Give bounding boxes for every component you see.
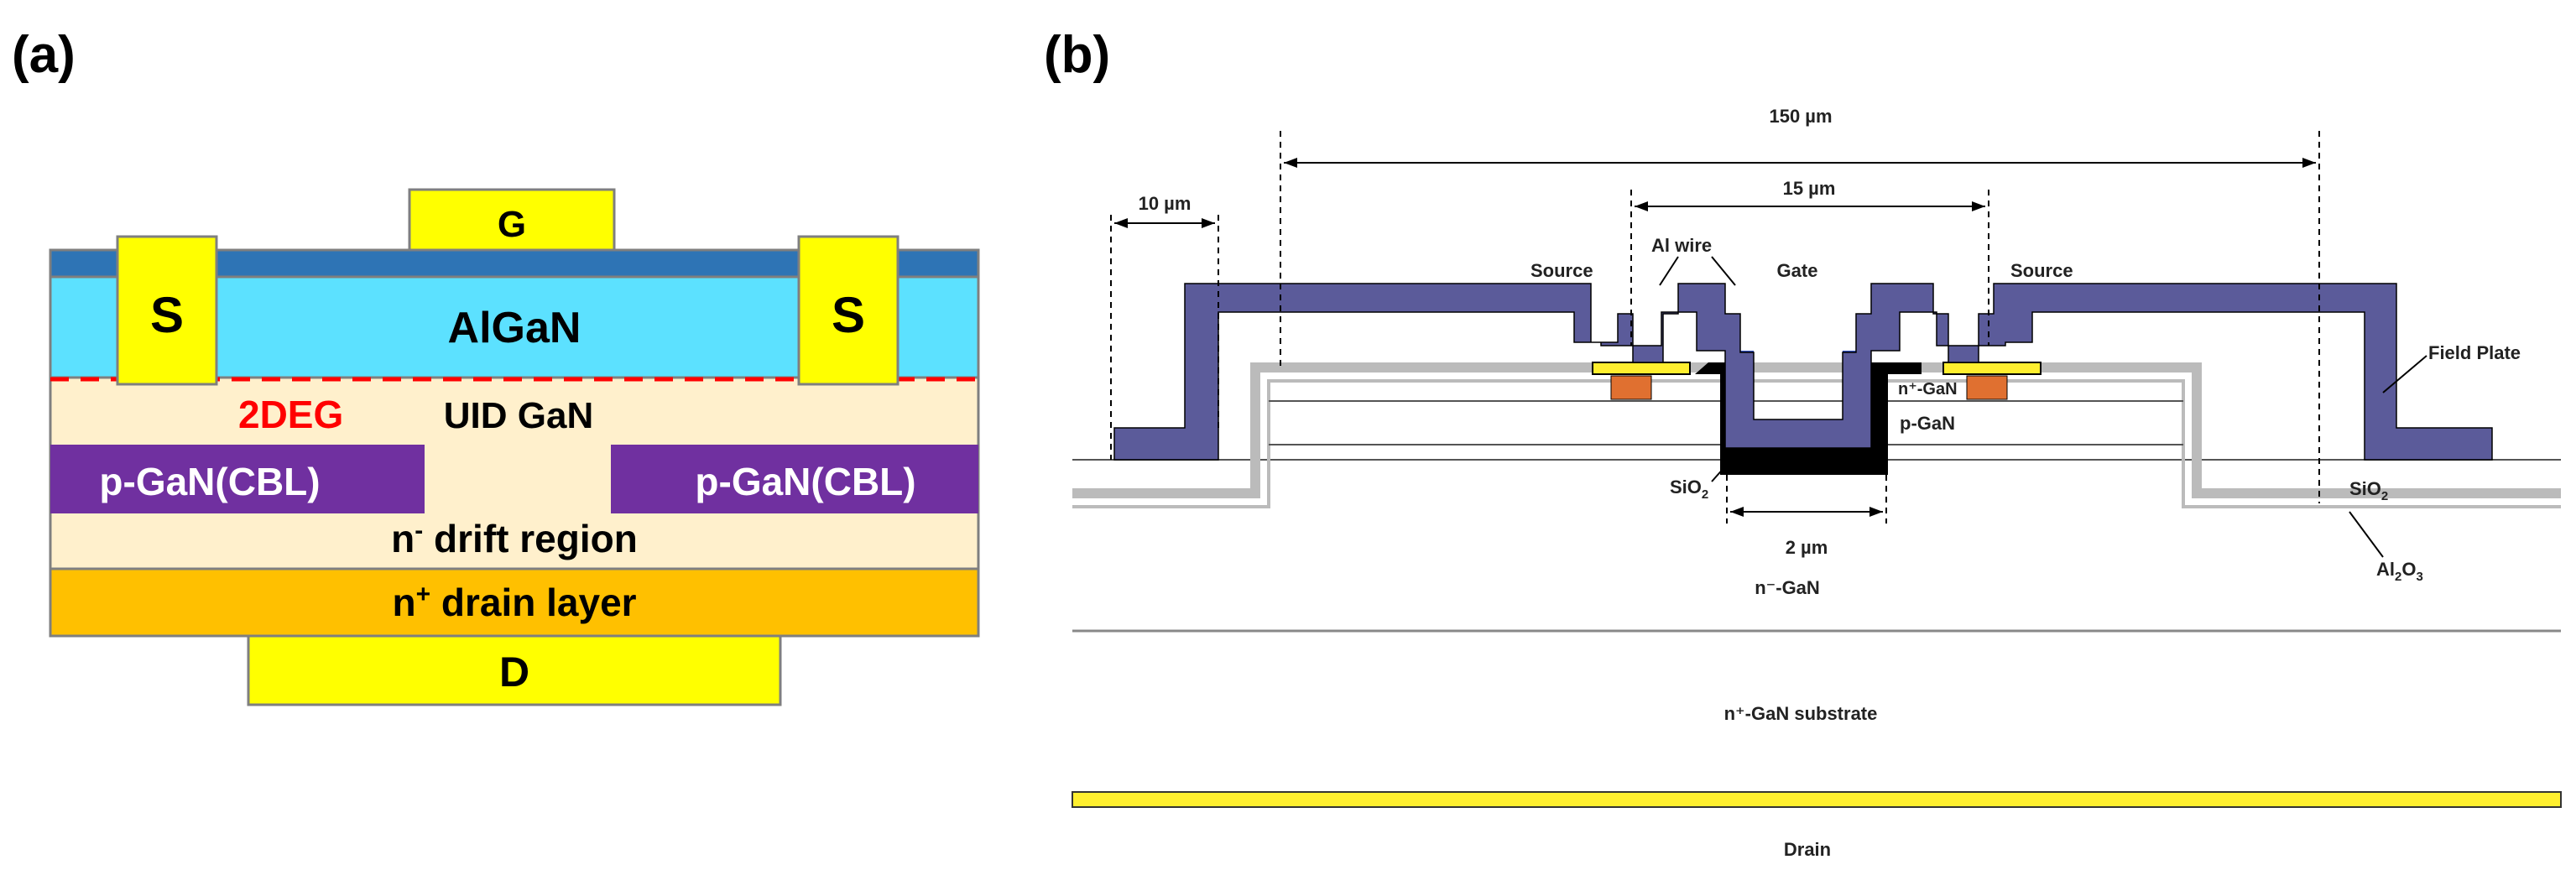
source-left-ohmic [1592,362,1691,375]
dim-15um-label: 15 µm [1783,178,1836,199]
al-wire-leader-right [1711,256,1736,286]
panel-b-label: (b) [1044,26,1110,84]
dim-2um-label: 2 µm [1786,537,1828,558]
al-wire-leader-left [1659,256,1679,286]
drain-contact [247,633,782,706]
panel-b: (b) [1044,26,2562,860]
gate-contact-label: G [498,204,526,245]
drain-label: Drain [1784,839,1831,860]
pgan-label: p-GaN [1900,413,1955,434]
field-plate-label: Field Plate [2428,342,2521,363]
panel-a-label: (a) [12,26,76,84]
source-left-contact [116,235,218,386]
gate-cap [1754,351,1843,419]
source-right-label: S [832,287,865,343]
gate-oxide [1695,362,1922,475]
sio2-right-label: SiO2 [2349,478,2388,503]
n-plus-drain-layer [49,567,980,638]
cbl-left-label: p-GaN(CBL) [99,460,320,503]
panel-a: (a) D n+ drain layer n- drift region p-G… [12,26,980,706]
nplus-gan-label: n⁺-GaN [1898,380,1958,399]
n-plus-drain-layer-label: n+ drain layer [392,581,636,625]
dim-10um: 10 µm [1114,193,1215,228]
field-plate [1113,283,2493,461]
dim-150um: 150 µm [1284,106,2316,168]
cbl-right-label: p-GaN(CBL) [695,460,915,503]
source-right-label: Source [2010,260,2073,281]
al-wire-label: Al wire [1651,235,1712,256]
cbl-left [50,445,425,513]
source-left-label: Source [1530,260,1593,281]
uid-gan-label: UID GaN [444,395,593,436]
sio2-left-label: SiO2 [1670,477,1708,502]
algan-label: AlGaN [448,304,581,352]
sio2-left-leader [1711,466,1726,482]
gate-label: Gate [1777,260,1818,281]
dim-10um-label: 10 µm [1139,193,1192,214]
drift-region-label: n- drift region [391,517,638,561]
twodeg-label: 2DEG [238,393,343,436]
al2o3-leader [2349,511,2384,558]
dim-15um: 15 µm [1635,178,1985,211]
source-left-label: S [150,287,184,343]
n-minus-gan-label: n⁻-GaN [1755,577,1820,598]
source-right-contact [797,235,900,386]
drain-strip [1072,791,2562,808]
drain-contact-label: D [499,649,529,695]
source-right-ohmic [1942,362,2042,375]
source-left-implant [1610,375,1652,400]
n-plus-substrate-label: n⁺-GaN substrate [1724,703,1878,724]
dim-150um-label: 150 µm [1769,106,1832,127]
field-plate-leader [2382,355,2427,393]
source-right-implant [1966,375,2008,400]
al2o3-label: Al2O3 [2376,559,2423,584]
cbl-right [611,445,978,513]
gate-contact [408,188,616,252]
dim-2um: 2 µm [1730,507,1883,558]
